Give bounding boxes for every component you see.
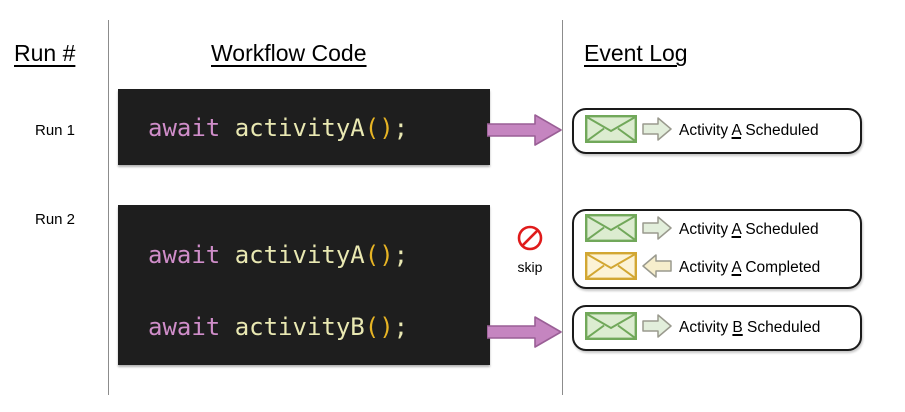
column-divider-left [108, 20, 109, 395]
event-log-row: Activity A Scheduled [574, 110, 860, 152]
code-parens: () [364, 241, 394, 269]
code-semicolon: ; [393, 114, 409, 142]
event-log-row: Activity A Scheduled [574, 211, 860, 249]
code-function-name: activityA [234, 241, 365, 269]
envelope-icon-green [585, 114, 637, 148]
event-log-row: Activity A Completed [574, 249, 860, 287]
event-log-row: Activity B Scheduled [574, 307, 860, 349]
envelope-icon-green [585, 213, 637, 247]
column-header-workflow-code: Workflow Code [211, 40, 367, 66]
flow-arrow-run1-to-log [486, 113, 563, 152]
code-parens: () [364, 114, 394, 142]
code-line: await activityB(); [148, 315, 408, 339]
run-label-1: Run 1 [35, 122, 76, 139]
event-log-text: Activity A Scheduled [679, 221, 819, 239]
code-keyword: await [148, 114, 221, 142]
run-label-2: Run 2 [35, 211, 76, 228]
code-space [220, 114, 234, 142]
code-block-run-2: await activityA(); await activityB(); [118, 205, 490, 365]
flow-arrow-run2-to-log [486, 315, 563, 354]
code-space [220, 241, 234, 269]
arrow-right-icon [642, 116, 672, 147]
code-function-name: activityA [234, 114, 365, 142]
code-semicolon: ; [393, 241, 409, 269]
event-log-text: Activity B Scheduled [679, 319, 821, 337]
event-log-text: Activity A Scheduled [679, 122, 819, 140]
arrow-left-icon [642, 253, 672, 284]
event-log-text: Activity A Completed [679, 259, 821, 277]
code-line: await activityA(); [148, 243, 408, 267]
column-header-event-log: Event Log [584, 40, 688, 66]
arrow-right-icon [642, 313, 672, 344]
code-space [220, 313, 234, 341]
prohibition-icon [516, 225, 544, 256]
code-semicolon: ; [393, 313, 409, 341]
code-parens: () [364, 313, 394, 341]
envelope-icon-green [585, 311, 637, 345]
code-block-run-1: await activityA(); [118, 89, 490, 165]
code-function-name: activityB [234, 313, 365, 341]
column-divider-right [562, 20, 563, 395]
event-log-box-run-2-activity-b: Activity B Scheduled [572, 305, 862, 351]
arrow-right-icon [642, 215, 672, 246]
column-header-run: Run # [14, 40, 76, 66]
skip-label: skip [517, 259, 543, 275]
event-log-box-run-2-activity-a: Activity A Scheduled Activity A Complete… [572, 209, 862, 289]
code-keyword: await [148, 241, 221, 269]
skip-marker: skip [500, 224, 560, 275]
code-line: await activityA(); [148, 116, 408, 140]
envelope-icon-amber [585, 251, 637, 285]
code-keyword: await [148, 313, 221, 341]
event-log-box-run-1: Activity A Scheduled [572, 108, 862, 154]
